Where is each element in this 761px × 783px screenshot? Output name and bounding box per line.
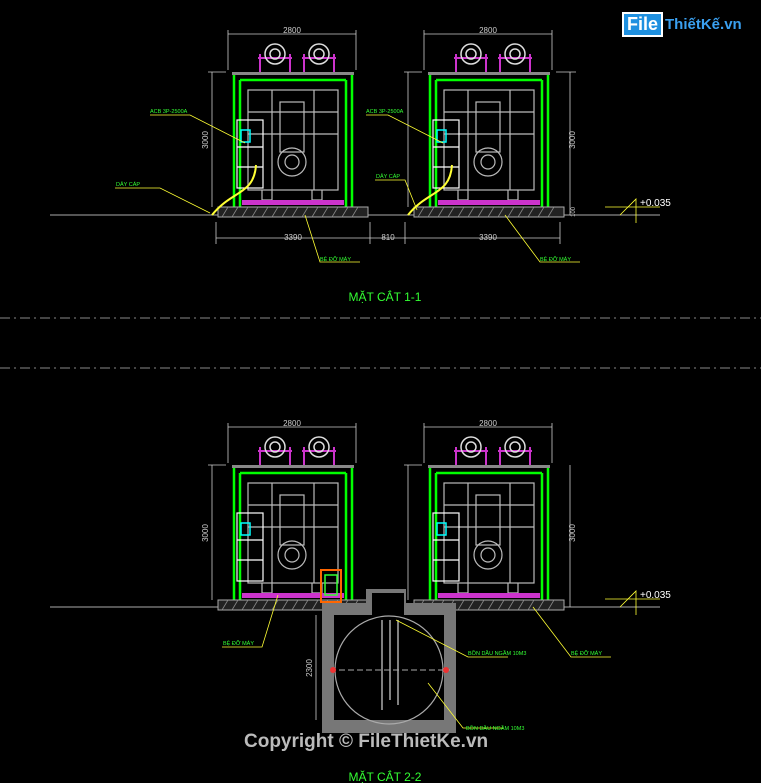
generator-2 [402, 28, 566, 219]
label-acb-1: ACB 3P-2500A [150, 109, 188, 115]
label-base-1: BỆ ĐỠ MÁY [320, 255, 351, 263]
label-base-3: BỆ ĐỠ MÁY [223, 639, 254, 647]
filethietke-logo: File ThiếtKế.vn [622, 12, 742, 37]
dim-width-4: 2800 [479, 419, 497, 428]
label-cable-2: DÂY CÁP [376, 173, 400, 180]
dim-base-width-1: 3390 [284, 233, 302, 242]
level-mark: +0.035 [640, 590, 671, 601]
label-base-2: BỆ ĐỠ MÁY [540, 255, 571, 263]
dim-height-3: 3000 [201, 524, 210, 542]
oil-tank-pit [315, 589, 456, 733]
section-1-1: 2800 2800 3000 3000 100 3390 810 3390 AC… [50, 26, 671, 304]
leader-lines [115, 114, 660, 263]
label-cable-1: DÂY CÁP [116, 181, 140, 188]
generator-4 [402, 421, 566, 612]
logo-part1: File [622, 12, 664, 37]
dim-width-1: 2800 [283, 26, 301, 35]
pump-box [320, 569, 342, 603]
pump [324, 574, 338, 596]
base-dimensions [215, 71, 576, 244]
section-2-2: 2800 2800 3000 3000 2300 BỆ ĐỠ MÁY BỆ ĐỠ… [50, 419, 671, 783]
generator-3 [206, 421, 370, 612]
dim-height-1: 3000 [201, 131, 210, 149]
level-mark: +0.035 [640, 198, 671, 209]
dim-pit-depth: 2300 [305, 659, 314, 677]
dim-width-3: 2800 [283, 419, 301, 428]
section-title-2: MẶT CẮT 2-2 [349, 769, 422, 783]
dim-base-height: 100 [571, 206, 577, 217]
leader-lines [222, 590, 660, 729]
dim-gap: 810 [381, 233, 395, 242]
label-base-4: BỆ ĐỠ MÁY [571, 649, 602, 657]
generator-1 [206, 28, 370, 219]
label-acb-2: ACB 3P-2500A [366, 109, 404, 115]
dim-height-2: 3000 [568, 131, 577, 149]
copyright-watermark: Copyright © FileThietKe.vn [244, 731, 489, 752]
label-tank-1: BỒN DẦU NGẦM 10M3 [468, 650, 526, 657]
label-tank-2: BỒN DẦU NGẦM 10M3 [466, 725, 524, 732]
dim-height-4: 3000 [568, 524, 577, 542]
section-title-1: MẶT CẮT 1-1 [349, 289, 422, 304]
dim-base-width-2: 3390 [479, 233, 497, 242]
logo-part2: ThiếtKế.vn [665, 16, 742, 33]
dim-width-2: 2800 [479, 26, 497, 35]
